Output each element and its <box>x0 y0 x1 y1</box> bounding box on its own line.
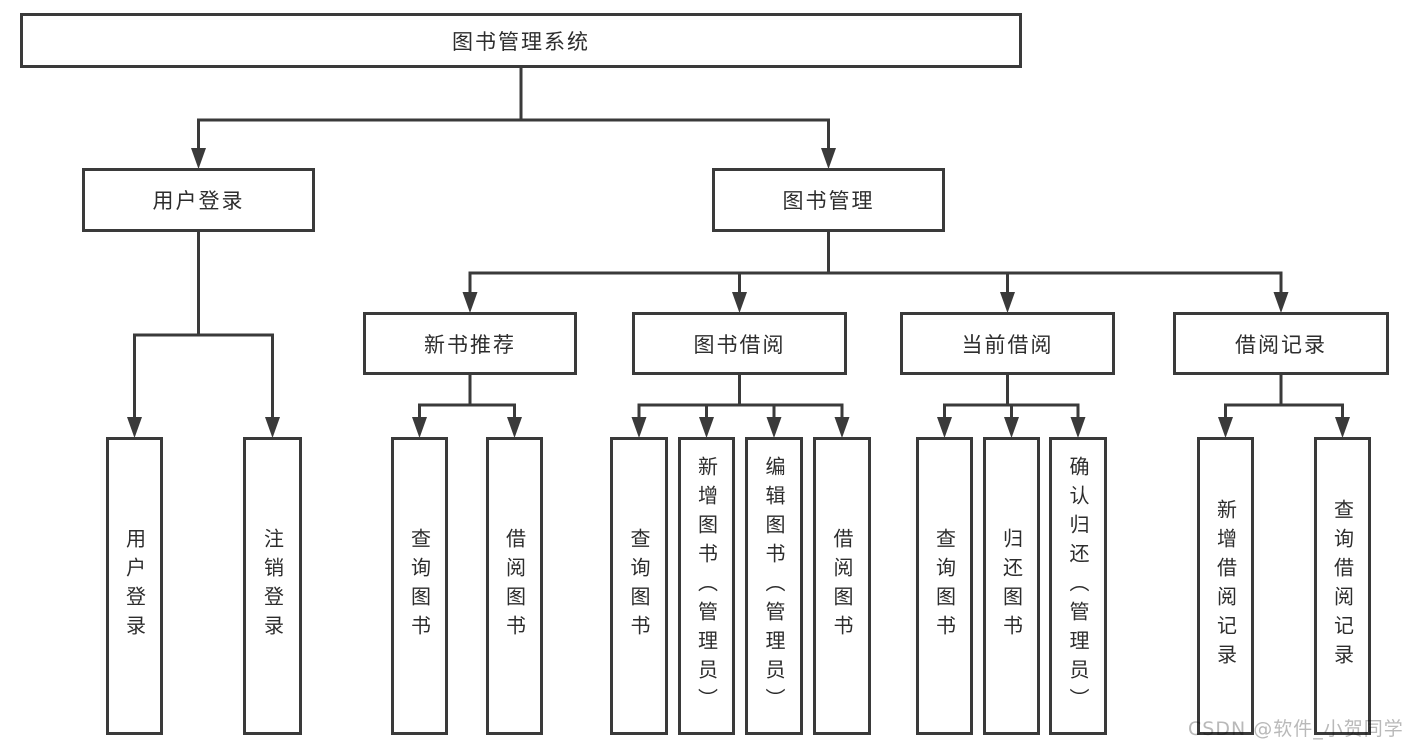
node-label: 查询图书 <box>932 528 957 644</box>
node-label: 借阅图书 <box>830 528 854 644</box>
node-label: 查询借阅记录 <box>1330 499 1355 673</box>
leaf-query-borrow-record: 查询借阅记录 <box>1314 437 1371 735</box>
node-label: 借阅记录 <box>1235 332 1327 357</box>
node-label: 用户登录 <box>122 528 147 644</box>
node-label: 新增图书（管理员） <box>694 455 719 717</box>
node-label: 图书管理 <box>782 189 875 213</box>
leaf-query-books-3: 查询图书 <box>916 437 973 735</box>
node-label: 注销登录 <box>260 528 285 644</box>
node-library-management-system: 图书管理系统 <box>20 13 1022 68</box>
node-label: 图书管理系统 <box>452 29 590 54</box>
leaf-query-books-2: 查询图书 <box>610 437 668 735</box>
node-label: 编辑图书（管理员） <box>762 455 786 717</box>
leaf-borrow-books-2: 借阅图书 <box>813 437 871 735</box>
node-label: 新书推荐 <box>424 332 516 357</box>
node-user-login: 用户登录 <box>82 168 315 232</box>
leaf-confirm-return-admin: 确认归还（管理员） <box>1049 437 1107 735</box>
leaf-return-books: 归还图书 <box>983 437 1040 735</box>
node-label: 新增借阅记录 <box>1213 499 1238 673</box>
leaf-logout: 注销登录 <box>243 437 302 735</box>
leaf-query-books-1: 查询图书 <box>391 437 448 735</box>
node-new-book-recommend: 新书推荐 <box>363 312 577 375</box>
node-label: 归还图书 <box>999 528 1024 644</box>
node-label: 确认归还（管理员） <box>1066 455 1090 717</box>
leaf-edit-books-admin: 编辑图书（管理员） <box>745 437 803 735</box>
node-label: 借阅图书 <box>502 528 527 644</box>
node-book-management: 图书管理 <box>712 168 945 232</box>
node-label: 查询图书 <box>627 528 651 644</box>
leaf-add-books-admin: 新增图书（管理员） <box>678 437 735 735</box>
node-current-borrow: 当前借阅 <box>900 312 1115 375</box>
node-book-borrow: 图书借阅 <box>632 312 847 375</box>
node-label: 当前借阅 <box>961 332 1054 357</box>
node-borrow-records: 借阅记录 <box>1173 312 1389 375</box>
csdn-watermark: CSDN @软件_小贺同学 <box>1188 718 1404 740</box>
node-label: 查询图书 <box>407 528 432 644</box>
leaf-user-login: 用户登录 <box>106 437 163 735</box>
node-label: 用户登录 <box>152 189 245 213</box>
node-label: 图书借阅 <box>693 332 786 357</box>
leaf-borrow-books-1: 借阅图书 <box>486 437 543 735</box>
leaf-add-borrow-record: 新增借阅记录 <box>1197 437 1254 735</box>
